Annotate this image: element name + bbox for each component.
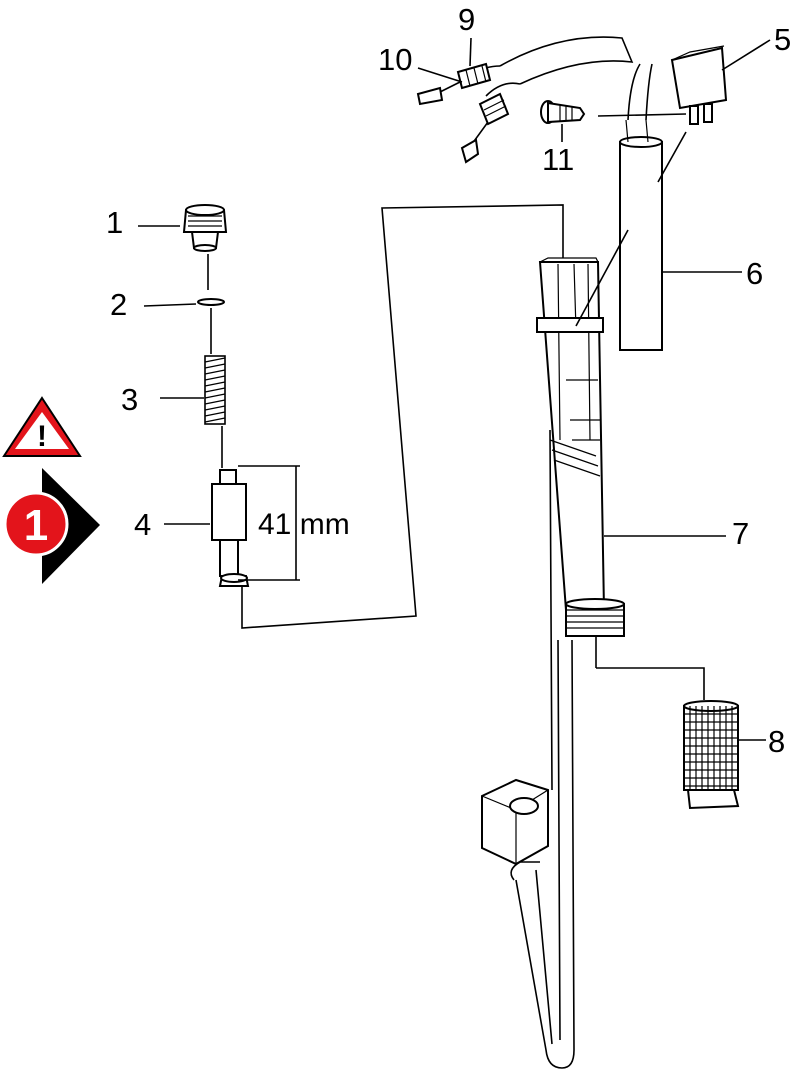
callout-5: 5 (774, 22, 791, 57)
warning-triangle-icon: ! (2, 396, 82, 457)
part-6-rod (619, 63, 663, 351)
callout-6: 6 (746, 256, 763, 291)
part-3-spring (204, 355, 226, 425)
callout-8: 8 (768, 724, 785, 759)
hex-nut (481, 778, 549, 866)
callout-10: 10 (378, 42, 412, 77)
callout-7: 7 (732, 516, 749, 551)
part-1-plug (182, 204, 228, 252)
part-9-10-cable (416, 36, 634, 164)
callout-4: 4 (134, 507, 151, 542)
callout-3: 3 (121, 382, 138, 417)
callout-2: 2 (110, 287, 127, 322)
callout-9: 9 (458, 2, 475, 37)
part-7-sleeve (536, 257, 625, 637)
pickup-tube (510, 429, 575, 1069)
part-2-o-ring (197, 298, 225, 306)
part-4-piston (211, 469, 250, 587)
callout-11: 11 (542, 142, 574, 177)
warning-symbol: ! (37, 420, 47, 453)
callout-1: 1 (106, 205, 123, 240)
step-number: 1 (24, 501, 48, 550)
step-arrow-badge-icon: 1 (3, 468, 100, 584)
part-8-filter (595, 636, 740, 810)
part-11-screw (540, 100, 586, 124)
part-5-switch (670, 45, 728, 125)
dimension-label: 41 mm (258, 508, 350, 541)
